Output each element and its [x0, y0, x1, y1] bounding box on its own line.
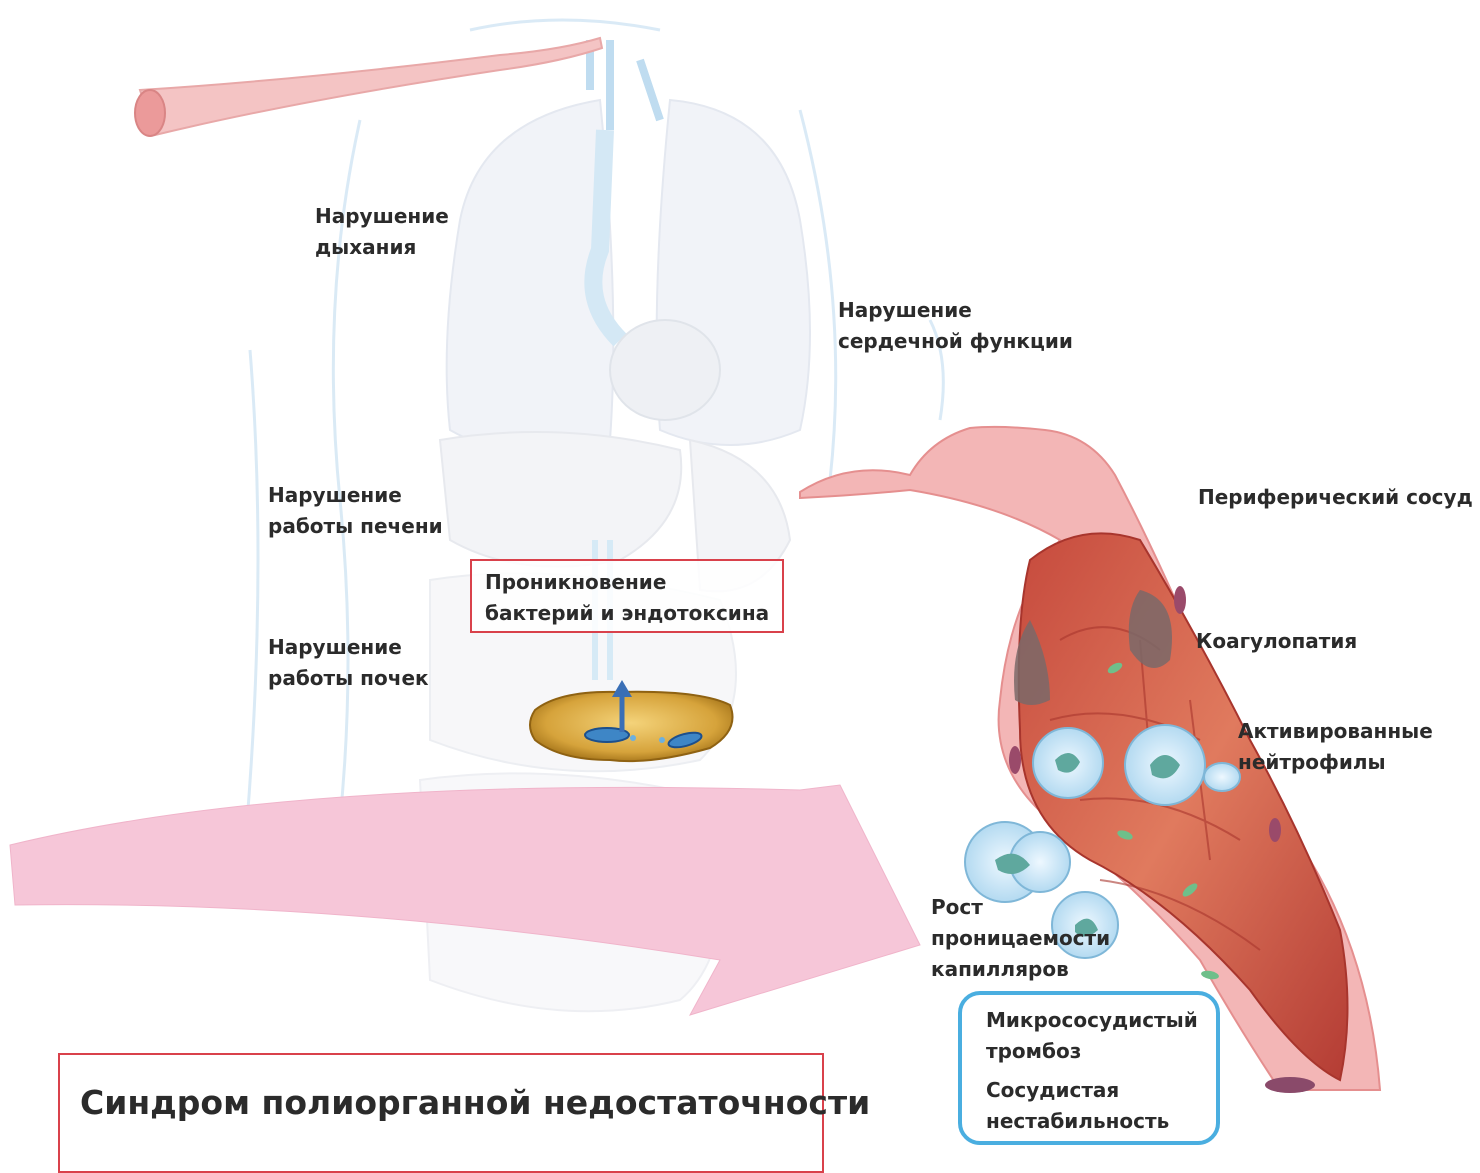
- vascular-line-2: нестабильность: [986, 1109, 1169, 1133]
- bacterium: [530, 692, 733, 761]
- liver-label: Нарушение работы печени: [268, 480, 443, 542]
- kidney-line-2: работы почек: [268, 666, 429, 690]
- vascular-label: Сосудистая нестабильность: [986, 1075, 1169, 1137]
- breathing-line-1: Нарушение: [315, 204, 449, 228]
- kidney-label: Нарушение работы почек: [268, 632, 429, 694]
- breathing-label: Нарушение дыхания: [315, 201, 449, 263]
- heart: [610, 320, 720, 420]
- microvascular-line-1: Микрососудистый: [986, 1008, 1198, 1032]
- capillary-line-2: проницаемости: [931, 926, 1110, 950]
- heart-line-2: сердечной функции: [838, 329, 1073, 353]
- microvascular-box: Микрососудистый тромбоз Сосудистая неста…: [958, 991, 1220, 1145]
- bacteria-line-2: бактерий и эндотоксина: [485, 601, 769, 625]
- capillary-line-3: капилляров: [931, 957, 1069, 981]
- capillary-label: Рост проницаемости капилляров: [931, 892, 1110, 985]
- microvascular-label: Микрососудистый тромбоз: [986, 1005, 1198, 1067]
- breathing-line-2: дыхания: [315, 235, 416, 259]
- main-title-box: Синдром полиорганной недостаточности: [58, 1053, 824, 1173]
- liver-line-2: работы печени: [268, 514, 443, 538]
- peripheral-vessel-text: Периферический сосуд: [1198, 485, 1473, 509]
- heart-label: Нарушение сердечной функции: [838, 295, 1073, 357]
- coagulopathy-label: Коагулопатия: [1196, 626, 1357, 657]
- peripheral-vessel-label: Периферический сосуд: [1198, 482, 1473, 513]
- bacteria-label: Проникновение бактерий и эндотоксина: [485, 567, 769, 629]
- heart-line-1: Нарушение: [838, 298, 972, 322]
- main-title: Синдром полиорганной недостаточности: [80, 1083, 870, 1122]
- bacteria-line-1: Проникновение: [485, 570, 666, 594]
- neutrophils-line-2: нейтрофилы: [1238, 750, 1386, 774]
- neutrophils-label: Активированные нейтрофилы: [1238, 716, 1433, 778]
- microvascular-line-2: тромбоз: [986, 1039, 1081, 1063]
- vascular-line-1: Сосудистая: [986, 1078, 1119, 1102]
- capillary-line-1: Рост: [931, 895, 983, 919]
- coagulopathy-text: Коагулопатия: [1196, 629, 1357, 653]
- neutrophils-line-1: Активированные: [1238, 719, 1433, 743]
- liver-line-1: Нарушение: [268, 483, 402, 507]
- bacteria-box: Проникновение бактерий и эндотоксина: [470, 559, 784, 633]
- kidney-line-1: Нарушение: [268, 635, 402, 659]
